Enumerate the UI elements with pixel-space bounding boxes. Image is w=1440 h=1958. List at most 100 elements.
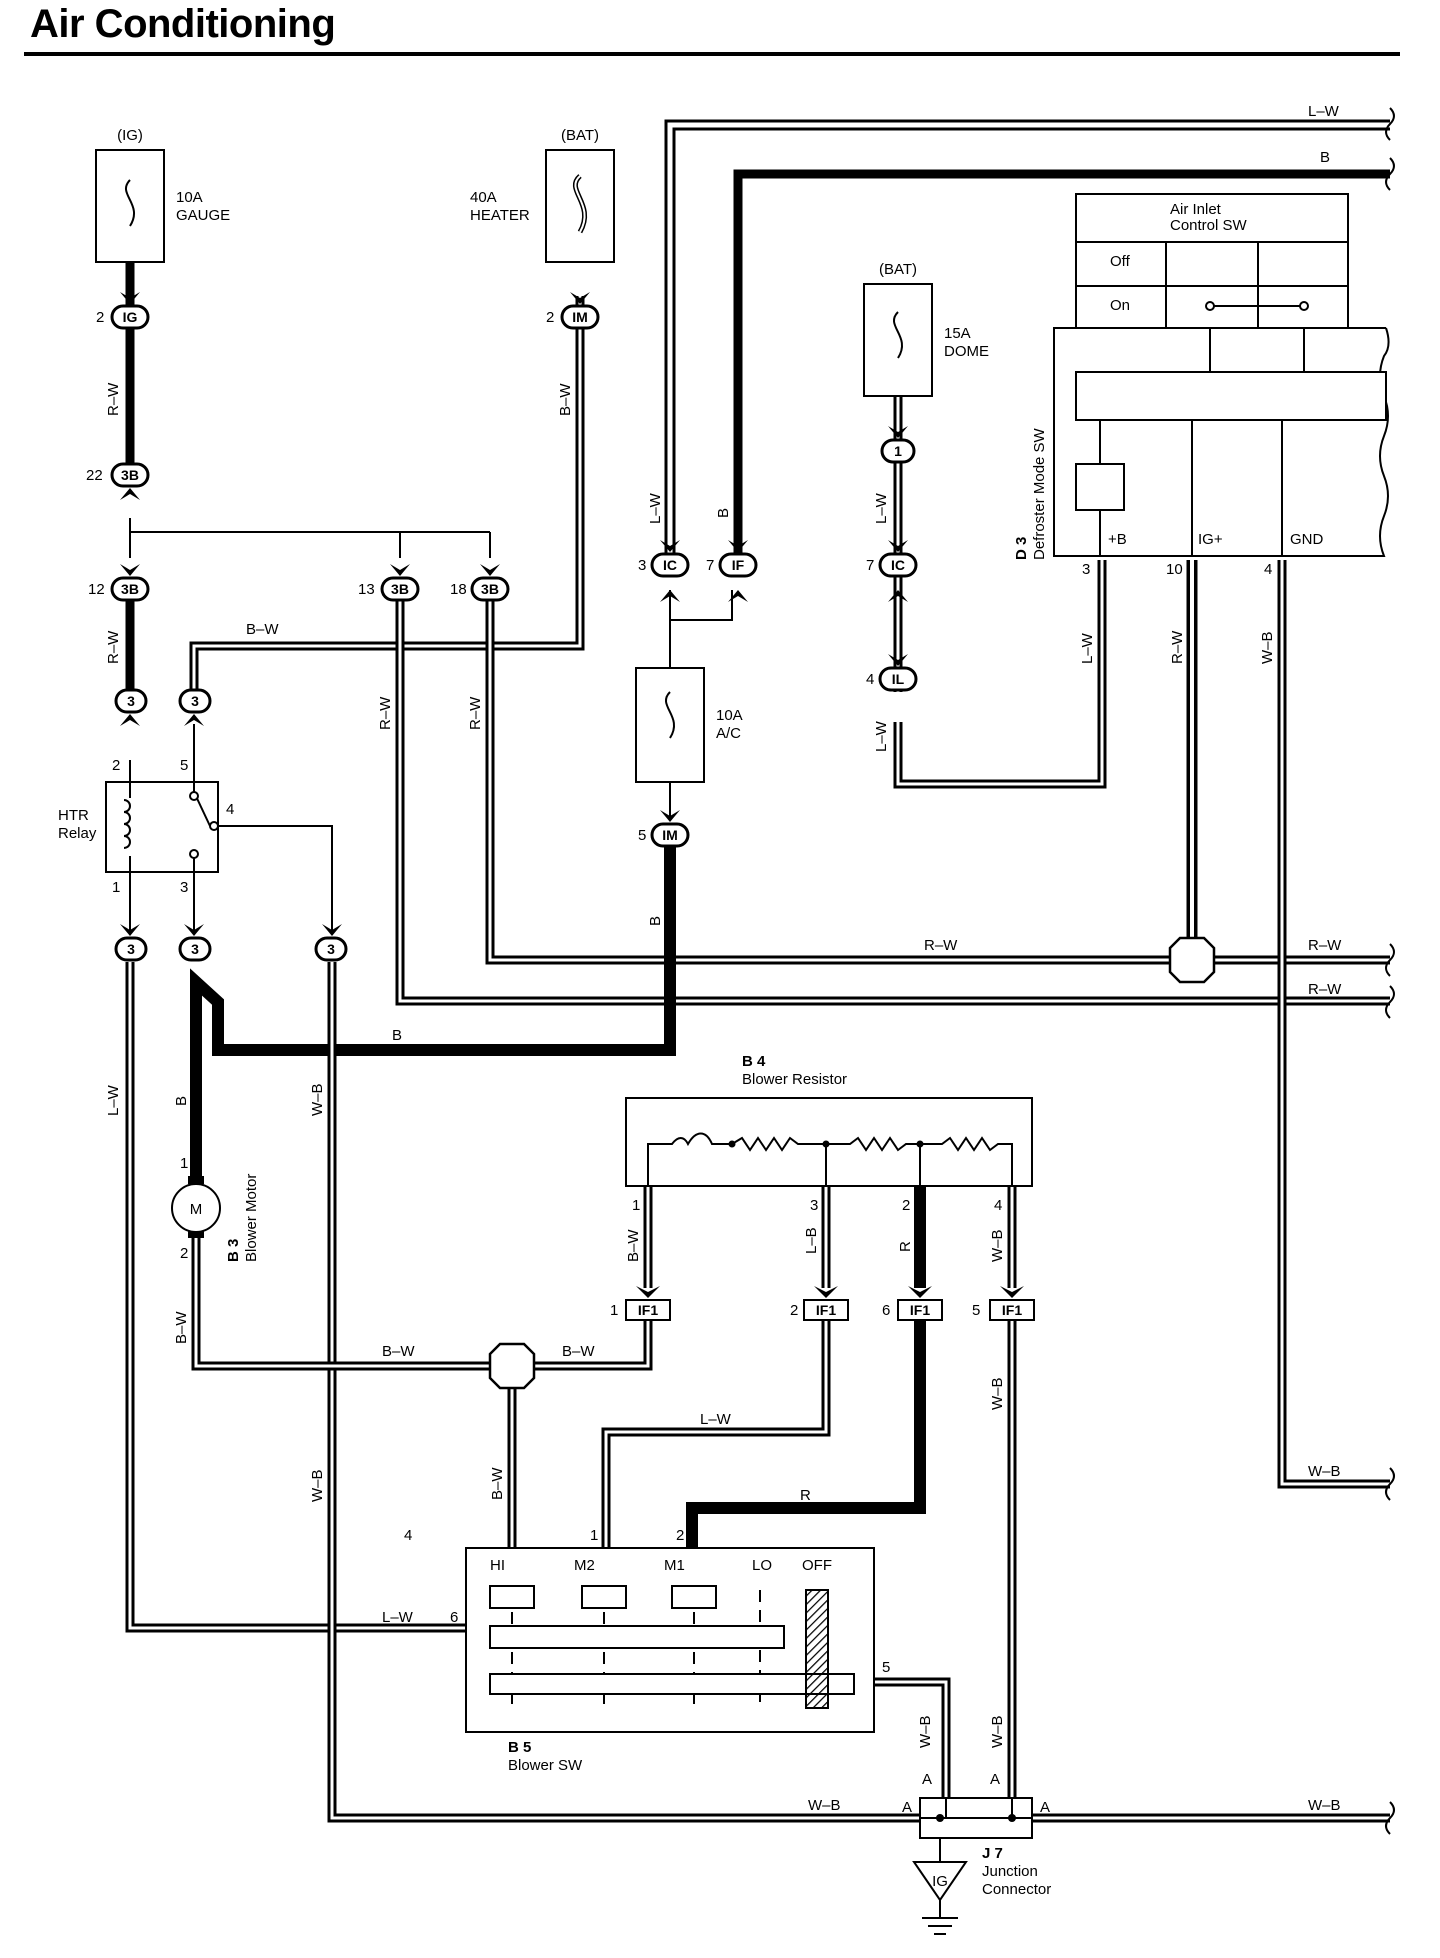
- svg-text:3: 3: [327, 941, 335, 957]
- svg-text:R: R: [897, 1241, 914, 1252]
- svg-text:B–W: B–W: [382, 1343, 415, 1360]
- svg-text:R–W: R–W: [924, 937, 958, 954]
- svg-text:5: 5: [972, 1302, 980, 1319]
- svg-text:5: 5: [638, 827, 646, 844]
- svg-text:B–W: B–W: [489, 1467, 506, 1500]
- svg-text:B: B: [392, 1027, 402, 1044]
- svg-text:L–W: L–W: [382, 1609, 414, 1626]
- connector-3-relay-out2: 3: [178, 936, 212, 962]
- svg-text:W–B: W–B: [989, 1229, 1006, 1262]
- svg-text:L–W: L–W: [1308, 103, 1340, 120]
- fuse-heater-source: (BAT): [561, 127, 599, 144]
- svg-text:R–W: R–W: [467, 696, 484, 730]
- blower-resistor-code: B 4: [742, 1053, 766, 1070]
- connector-3b-18: 3B 18: [450, 576, 510, 602]
- svg-text:1: 1: [112, 879, 120, 896]
- svg-text:4: 4: [1264, 561, 1272, 578]
- svg-text:B–W: B–W: [625, 1229, 642, 1262]
- svg-text:L–W: L–W: [105, 1084, 122, 1116]
- svg-text:IG: IG: [123, 309, 138, 325]
- htr-relay: HTR Relay 2 5 4 1 3: [58, 757, 234, 896]
- svg-text:3: 3: [191, 693, 199, 709]
- fuse-dome-rating: 15A: [944, 325, 971, 342]
- svg-text:13: 13: [358, 581, 375, 598]
- air-inlet-control-sw: Air Inlet Control SW Off On: [1075, 193, 1349, 329]
- svg-text:1: 1: [590, 1527, 598, 1544]
- svg-text:B: B: [647, 916, 664, 926]
- svg-text:IC: IC: [891, 557, 905, 573]
- svg-text:4: 4: [994, 1197, 1002, 1214]
- svg-text:3: 3: [191, 941, 199, 957]
- connector-ac-ic: IC 3: [638, 552, 690, 578]
- blower-sw-name: Blower SW: [508, 1757, 583, 1774]
- svg-text:3B: 3B: [121, 467, 139, 483]
- defroster-name: Defroster Mode SW: [1031, 427, 1048, 560]
- splice-rw: [1168, 936, 1216, 984]
- svg-text:R–W: R–W: [377, 696, 394, 730]
- defroster-term-b: +B: [1108, 531, 1127, 548]
- fuse-ac: 10A A/C: [635, 667, 743, 783]
- fuse-gauge-rating: 10A: [176, 189, 203, 206]
- defroster-term-gnd: GND: [1290, 531, 1324, 548]
- wire-lw-top-right: [664, 119, 1390, 564]
- connector-dome-il: IL 4: [866, 666, 918, 692]
- svg-text:3: 3: [180, 879, 188, 896]
- connector-3b-12: 3B 12: [88, 576, 150, 602]
- connector-dome-1: 1: [880, 438, 916, 464]
- svg-text:10: 10: [1166, 561, 1183, 578]
- svg-text:2: 2: [546, 309, 554, 326]
- connector-if1-1: IF1 1: [610, 1299, 671, 1321]
- connector-ac-im: IM 5: [638, 822, 690, 848]
- svg-text:IM: IM: [572, 309, 588, 325]
- svg-text:W–B: W–B: [1308, 1463, 1341, 1480]
- air-inlet-title-1: Air Inlet: [1170, 201, 1222, 218]
- svg-text:B: B: [173, 1096, 190, 1106]
- svg-text:A: A: [1040, 1799, 1050, 1816]
- splice-bw: [488, 1342, 536, 1390]
- page-title: Air Conditioning: [30, 2, 336, 46]
- svg-text:5: 5: [882, 1659, 890, 1676]
- fuse-gauge-name: GAUGE: [176, 207, 230, 224]
- svg-text:W–B: W–B: [1308, 1797, 1341, 1814]
- wire-rw-13: [395, 600, 1390, 1006]
- svg-text:IC: IC: [663, 557, 677, 573]
- wire-b-blower: [190, 846, 676, 1180]
- svg-text:B–W: B–W: [173, 1311, 190, 1344]
- svg-text:3B: 3B: [391, 581, 409, 597]
- wire-wb-sw5: [854, 1677, 951, 1818]
- connector-if1-5: IF1 5: [972, 1299, 1035, 1321]
- fuse-dome-name: DOME: [944, 343, 989, 360]
- fuse-heater-name: HEATER: [470, 207, 530, 224]
- svg-text:L–W: L–W: [873, 720, 890, 752]
- title-rule: [24, 52, 1400, 56]
- fuse-ac-rating: 10A: [716, 707, 743, 724]
- svg-text:7: 7: [866, 557, 874, 574]
- wire-r-m1: [686, 1186, 926, 1548]
- wire-split-bus: [129, 518, 491, 558]
- svg-text:3: 3: [127, 941, 135, 957]
- wire-rw-18: [485, 600, 1390, 965]
- wire-b-top-right: [733, 169, 1390, 564]
- svg-text:IL: IL: [892, 671, 905, 687]
- junction-connector: A A A A J 7 Junction Connector: [902, 1771, 1051, 1898]
- svg-text:6: 6: [450, 1609, 458, 1626]
- svg-text:W–B: W–B: [309, 1083, 326, 1116]
- ground-ig: IG: [912, 1861, 968, 1935]
- svg-text:L–W: L–W: [873, 492, 890, 524]
- svg-text:IF1: IF1: [638, 1302, 658, 1318]
- connector-ac-if: IF 7: [706, 552, 758, 578]
- connector-heater-im: IM 2: [546, 304, 600, 330]
- svg-text:1: 1: [632, 1197, 640, 1214]
- blower-motor-symbol: M: [190, 1201, 203, 1218]
- wire-ac-join: [669, 590, 733, 820]
- svg-text:1: 1: [610, 1302, 618, 1319]
- svg-text:12: 12: [88, 581, 105, 598]
- svg-text:3B: 3B: [121, 581, 139, 597]
- svg-text:3: 3: [127, 693, 135, 709]
- svg-text:4: 4: [226, 801, 234, 818]
- svg-text:4: 4: [404, 1527, 412, 1544]
- svg-text:3: 3: [638, 557, 646, 574]
- blower-motor: M 1 2 B 3 Blower Motor: [171, 1155, 260, 1262]
- svg-text:IF1: IF1: [910, 1302, 930, 1318]
